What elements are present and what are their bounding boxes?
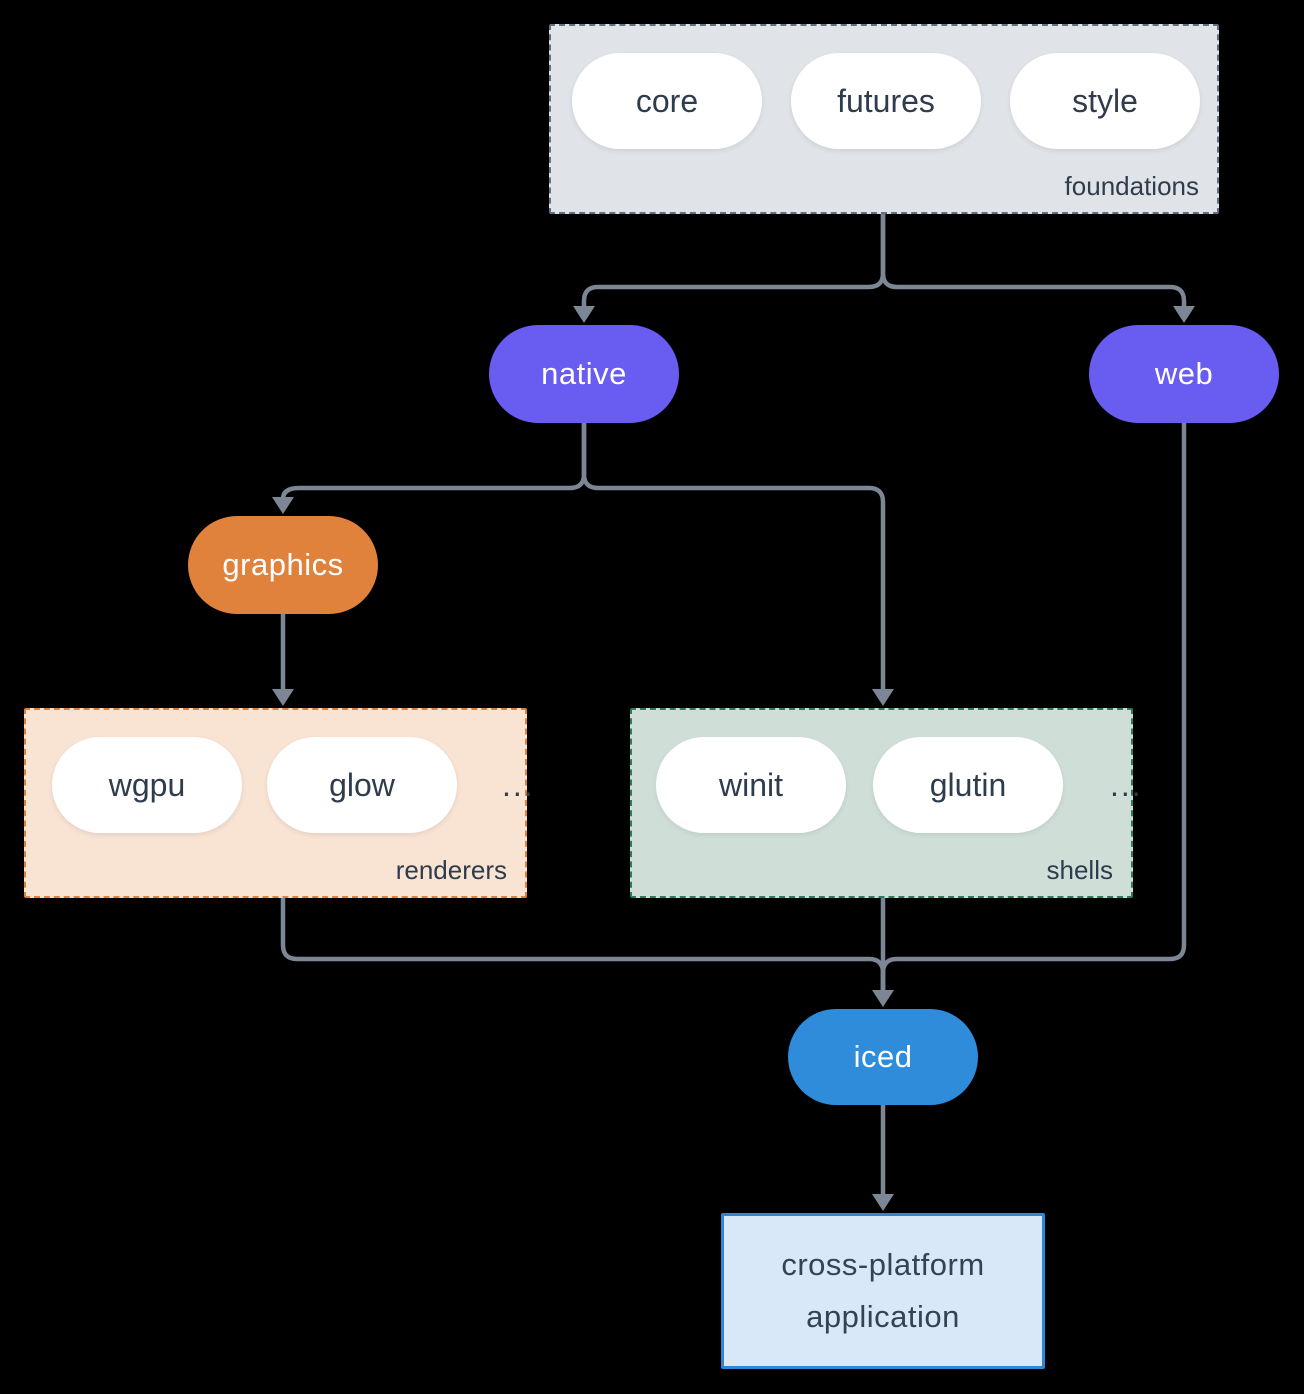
arrowhead-web: [1173, 306, 1195, 323]
chip-futures: futures: [791, 53, 981, 149]
arrowhead-graphics: [272, 497, 294, 514]
edge-lines: [280, 213, 1187, 1196]
group-label-shells: shells: [1046, 855, 1113, 885]
chip-wgpu: wgpu: [52, 737, 242, 833]
edge-native-shells: [581, 423, 886, 691]
edge-foundations-web: [880, 213, 1187, 308]
foundations-chip-row: core futures style: [572, 53, 1200, 149]
edge-foundations-native: [581, 213, 886, 308]
application-label-line1: cross-platform: [781, 1247, 985, 1282]
renderers-ellipsis: ...: [502, 766, 535, 803]
edge-renderers-iced: [280, 897, 886, 992]
node-iced: iced: [788, 1009, 978, 1105]
arrowhead-shells: [872, 689, 894, 706]
edge-native-graphics: [280, 423, 587, 500]
chip-core: core: [572, 53, 762, 149]
group-box-renderers: wgpu glow ... renderers: [24, 708, 533, 898]
chip-glutin: glutin: [873, 737, 1063, 833]
application-box: cross-platform application: [721, 1213, 1045, 1369]
arrowhead-native: [573, 306, 595, 323]
arrowhead-application: [872, 1194, 894, 1211]
shells-chip-row: winit glutin ...: [656, 737, 1143, 833]
group-label-renderers: renderers: [395, 855, 507, 885]
node-native: native: [489, 325, 679, 423]
shells-ellipsis: ...: [1110, 766, 1143, 803]
node-graphics: graphics: [188, 516, 378, 614]
renderers-chip-row: wgpu glow ...: [52, 737, 535, 833]
chip-style: style: [1010, 53, 1200, 149]
chip-glow: glow: [267, 737, 457, 833]
application-label-line2: application: [806, 1299, 960, 1334]
chip-winit: winit: [656, 737, 846, 833]
group-box-foundations: core futures style foundations: [549, 24, 1219, 214]
group-box-shells: winit glutin ... shells: [630, 708, 1141, 898]
arrowhead-iced: [872, 990, 894, 1007]
edge-web-iced: [880, 422, 1187, 992]
node-web: web: [1089, 325, 1279, 423]
group-label-foundations: foundations: [1064, 171, 1199, 201]
arrowhead-renderers: [272, 689, 294, 706]
